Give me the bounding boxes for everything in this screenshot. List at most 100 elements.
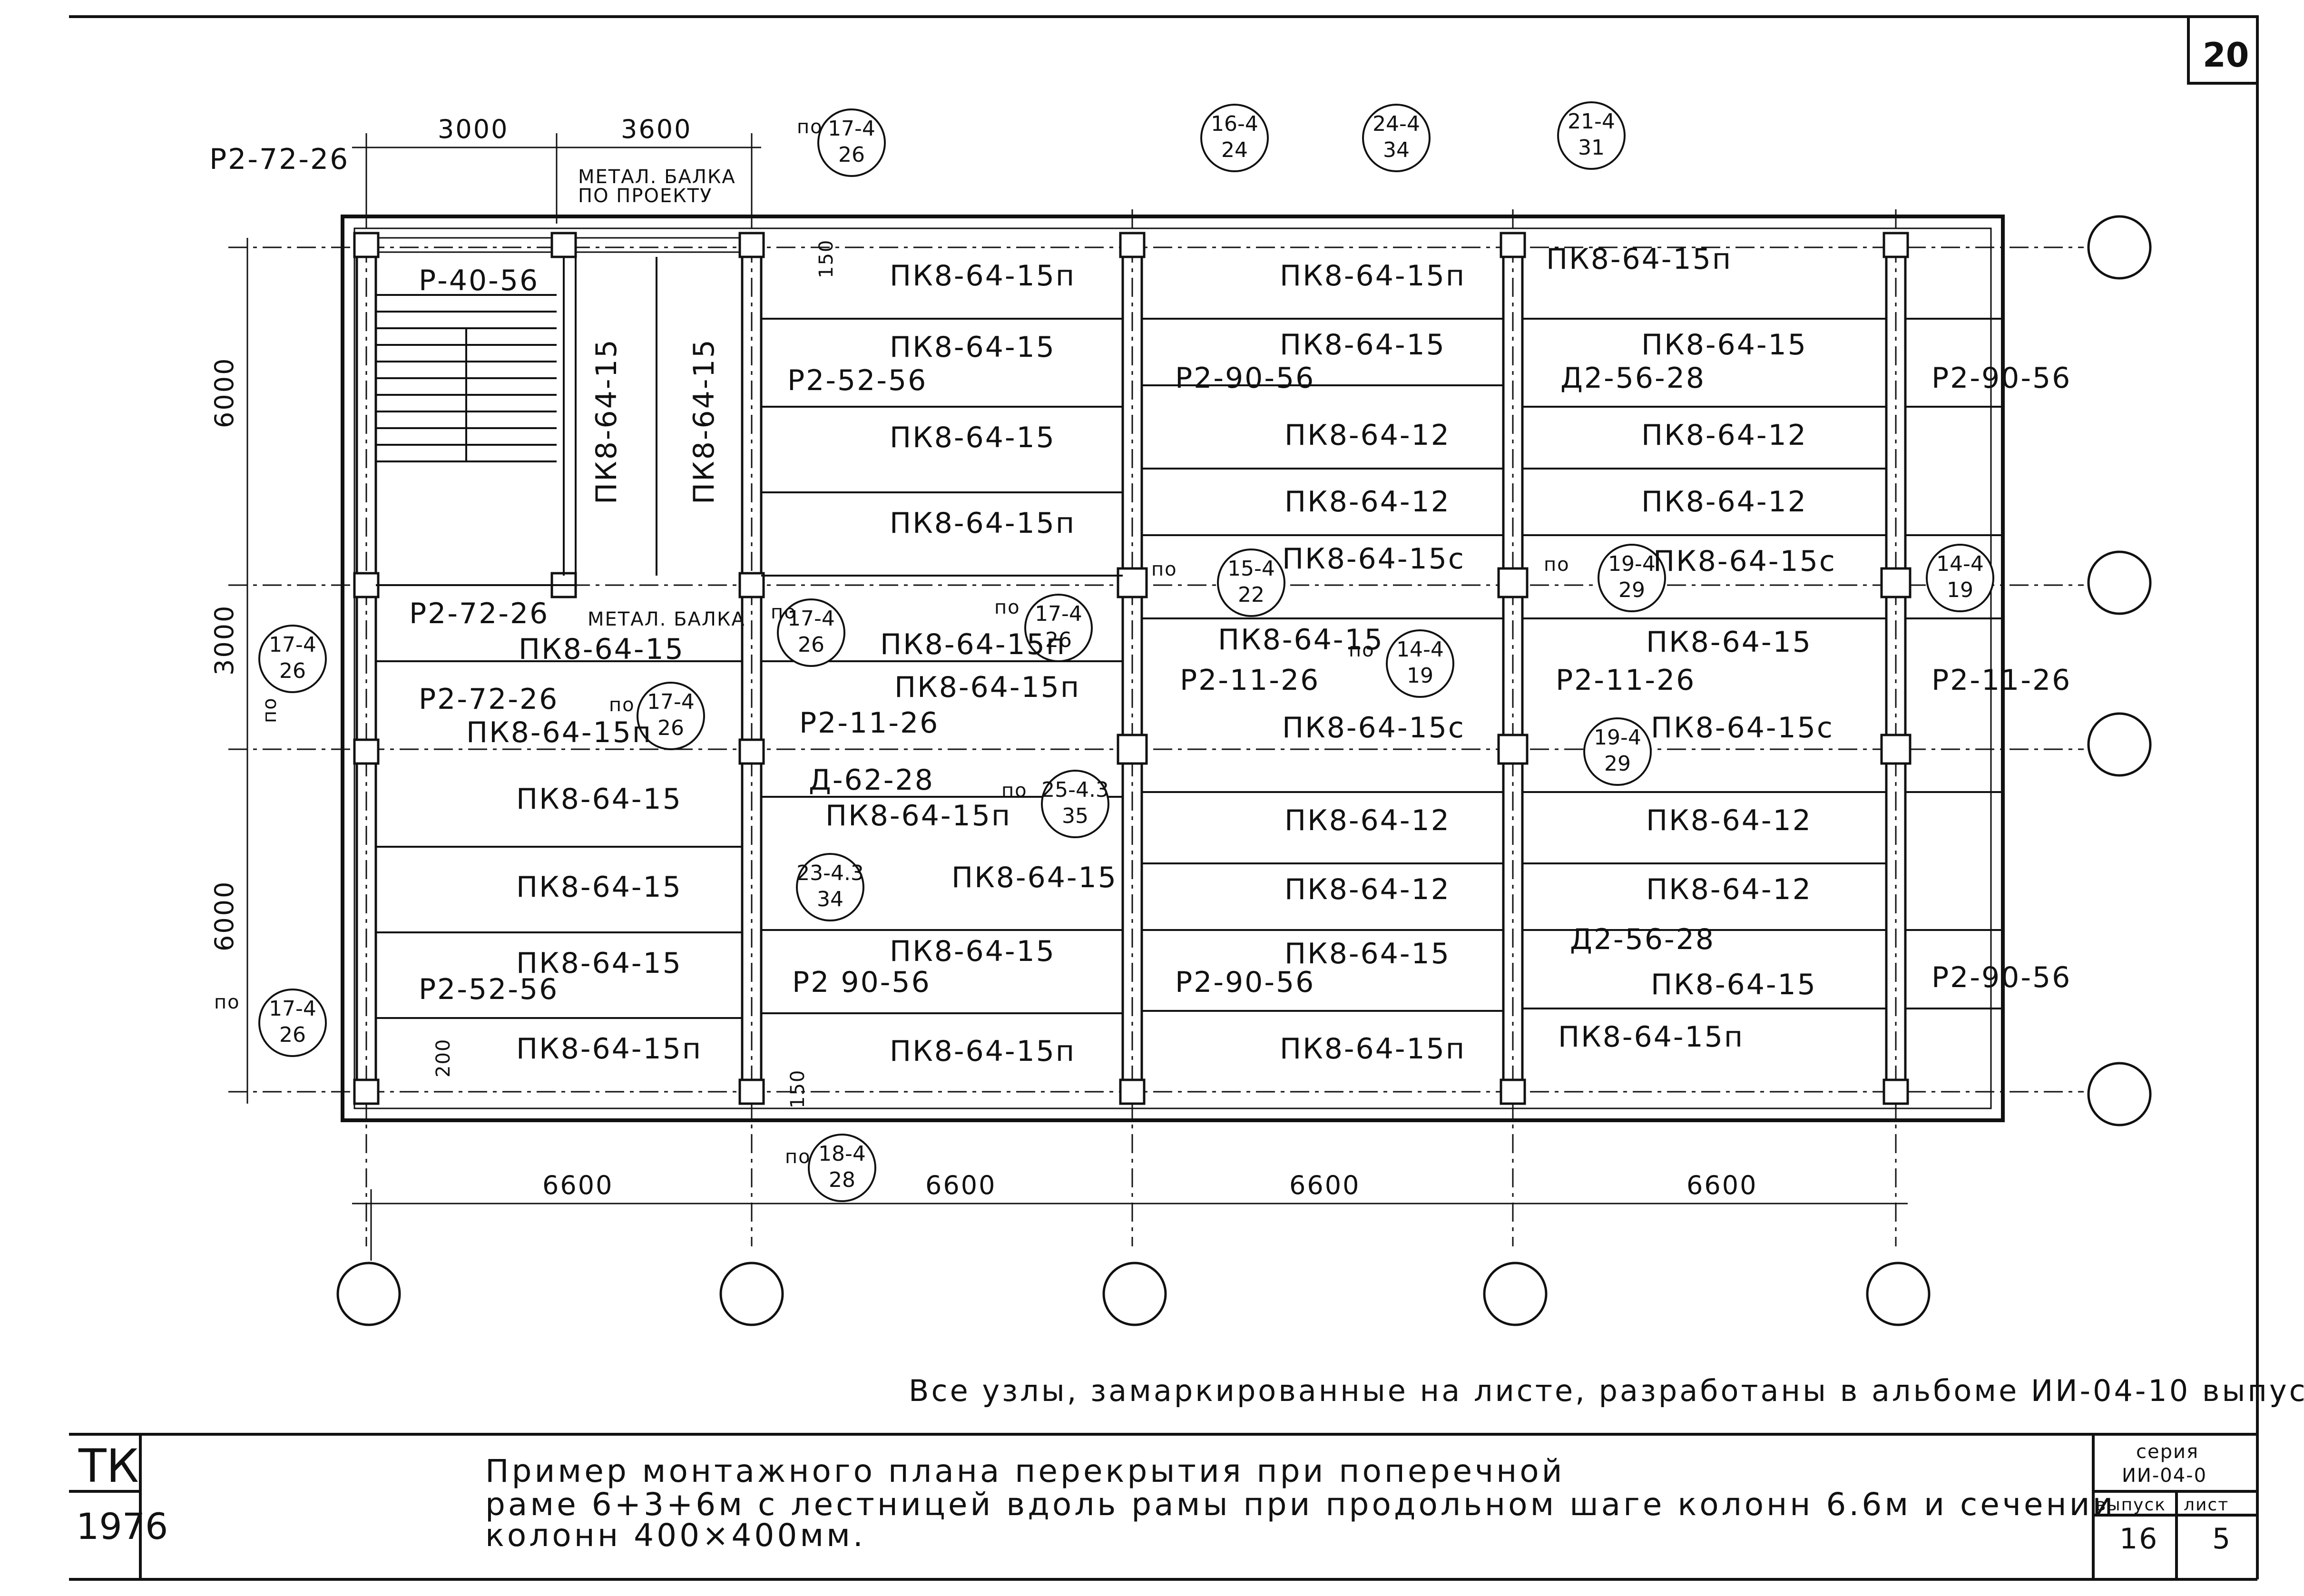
panel-label: ПК8-64-15 xyxy=(1218,623,1384,656)
node-ref-top: 17-4 xyxy=(269,997,316,1021)
dim-bay-1: 6600 xyxy=(542,1170,613,1200)
panel-label: ПК8-64-15п xyxy=(890,259,1076,293)
node-ref-top: 15-4 xyxy=(1227,557,1275,581)
panel-label: ПК8-64-12 xyxy=(1284,804,1451,837)
panel-label: ПК8-64-15 xyxy=(516,783,682,816)
node-prefix: по xyxy=(259,697,281,723)
panel-label: ПК8-64-15с xyxy=(1282,711,1465,744)
panel-label: ПК8-64-15п xyxy=(466,716,652,749)
panel-vertical-2: ПК8-64-15 xyxy=(687,338,721,504)
node-prefix: по xyxy=(1349,639,1375,661)
issue-value: 16 xyxy=(2119,1522,2158,1556)
beam-label: Р2-72-26 xyxy=(209,143,349,176)
axis-bubble-bottom-5 xyxy=(1866,1262,1931,1326)
panel-label: ПК8-64-12 xyxy=(1641,419,1807,452)
beam-label: Р2-52-56 xyxy=(419,973,559,1006)
drawing-title-line1: Пример монтажного плана перекрытия при п… xyxy=(485,1453,1565,1489)
sheet-frame xyxy=(69,15,2259,1581)
beam-label: Д-62-28 xyxy=(809,764,934,797)
panel-label: ПК8-64-15с xyxy=(1651,711,1834,744)
panel-label: ПК8-64-15с xyxy=(1653,545,1836,578)
panel-label: ПК8-64-15 xyxy=(890,331,1056,364)
metal-beam-sub-note: ПО ПРОЕКТУ xyxy=(578,185,712,207)
beam-label: Р-40-56 xyxy=(419,264,539,297)
node-ref-top: 17-4 xyxy=(1035,602,1082,626)
node-ref-bottom: 34 xyxy=(1383,138,1410,162)
node-ref-bottom: 26 xyxy=(798,633,824,657)
axis-bubbles xyxy=(336,215,2152,1326)
beam-label: Р2-72-26 xyxy=(419,683,559,716)
node-ref-top: 18-4 xyxy=(818,1142,866,1166)
panel-label: ПК8-64-15 xyxy=(516,871,682,904)
panel-label: ПК8-64-12 xyxy=(1641,485,1807,519)
stamp-tk: ТК xyxy=(78,1439,139,1493)
sheet-label: лист xyxy=(2184,1495,2229,1515)
axis-bubble-right-4 xyxy=(2087,1062,2152,1126)
beam-label: Р2-11-26 xyxy=(799,706,939,740)
panel-label: ПК8-64-15п xyxy=(890,507,1076,540)
panel-label: ПК8-64-15 xyxy=(951,861,1118,894)
axis-bubble-bottom-4 xyxy=(1483,1262,1548,1326)
node-ref-top: 14-4 xyxy=(1396,637,1444,662)
panel-label: ПК8-64-15 xyxy=(890,421,1056,454)
axis-bubble-right-3 xyxy=(2087,712,2152,777)
node-ref-bottom: 35 xyxy=(1062,804,1088,828)
panel-label: ПК8-64-15 xyxy=(1280,328,1446,362)
node-ref-bottom: 22 xyxy=(1238,583,1265,607)
dim-bay-3: 6600 xyxy=(1289,1170,1360,1200)
axis-bubble-bottom-2 xyxy=(719,1262,784,1326)
beam-label: Р2-90-56 xyxy=(1931,362,2071,395)
node-ref-bottom: 19 xyxy=(1407,664,1433,688)
node-ref-bottom: 26 xyxy=(279,1023,306,1047)
panel-label: ПК8-64-15 xyxy=(1284,937,1451,970)
panel-label: ПК8-64-12 xyxy=(1284,873,1451,906)
drawing-title-line3: колонн 400×400мм. xyxy=(485,1517,866,1554)
node-prefix: по xyxy=(609,694,635,716)
stamp-year: 1976 xyxy=(76,1505,168,1547)
columns xyxy=(353,232,1912,1105)
stair xyxy=(376,257,657,586)
beam-label: Р2-90-56 xyxy=(1931,961,2071,994)
panel-label: ПК8-64-12 xyxy=(1646,873,1812,906)
panel-label: ПК8-64-15 xyxy=(1646,626,1812,659)
panel-label: ПК8-64-15п xyxy=(1280,1032,1466,1066)
node-ref-top: 21-4 xyxy=(1568,109,1615,134)
node-ref-bottom: 28 xyxy=(829,1168,855,1192)
node-markers xyxy=(258,101,1994,1202)
panel-label: ПК8-64-15п xyxy=(880,628,1066,661)
panel-label: ПК8-64-15 xyxy=(1651,968,1817,1001)
node-ref-top: 19-4 xyxy=(1608,552,1656,576)
node-ref-bottom: 29 xyxy=(1618,578,1645,602)
node-ref-top: 16-4 xyxy=(1211,112,1258,136)
beam-label: Р2-90-56 xyxy=(1175,362,1315,395)
panel-label: ПК8-64-15п xyxy=(1558,1020,1744,1054)
metal-beam-note: МЕТАЛ. БАЛКА xyxy=(578,166,736,188)
panel-label: ПК8-64-15 xyxy=(1641,328,1807,362)
panel-labels: ПК8-64-15п ПК8-64-15п ПК8-64-15п ПК8-64-… xyxy=(466,243,1836,1068)
node-ref-top: 17-4 xyxy=(647,690,695,714)
node-prefix: по xyxy=(1151,558,1177,580)
metal-beam-mid-note: МЕТАЛ. БАЛКА xyxy=(588,608,745,630)
node-ref-top: 24-4 xyxy=(1373,112,1420,136)
node-prefix: по xyxy=(797,116,823,138)
panel-vertical-1: ПК8-64-15 xyxy=(590,338,623,504)
building-outline xyxy=(341,215,2005,1122)
node-prefix: по xyxy=(214,991,240,1013)
node-prefix: по xyxy=(1001,780,1028,802)
axis-bubble-bottom-3 xyxy=(1102,1262,1167,1326)
beam-label: Р2-11-26 xyxy=(1556,664,1696,697)
node-ref-bottom: 26 xyxy=(657,716,684,740)
node-ref-top: 17-4 xyxy=(828,117,875,141)
node-prefix: по xyxy=(994,597,1020,618)
panel-label: ПК8-64-15 xyxy=(890,935,1056,968)
drawing-title-line2: раме 6+3+6м с лестницей вдоль рамы при п… xyxy=(485,1486,2116,1523)
panel-label: ПК8-64-15п xyxy=(825,799,1011,832)
panel-label: ПК8-64-12 xyxy=(1284,485,1451,519)
axis-bubble-right-2 xyxy=(2087,550,2152,615)
beam-label: Р2 90-56 xyxy=(792,966,931,999)
issue-label: выпуск xyxy=(2096,1495,2166,1515)
node-prefix: по xyxy=(1544,554,1570,576)
series-value: ИИ-04-0 xyxy=(2122,1465,2207,1487)
beam-label: Р2-72-26 xyxy=(409,597,549,630)
